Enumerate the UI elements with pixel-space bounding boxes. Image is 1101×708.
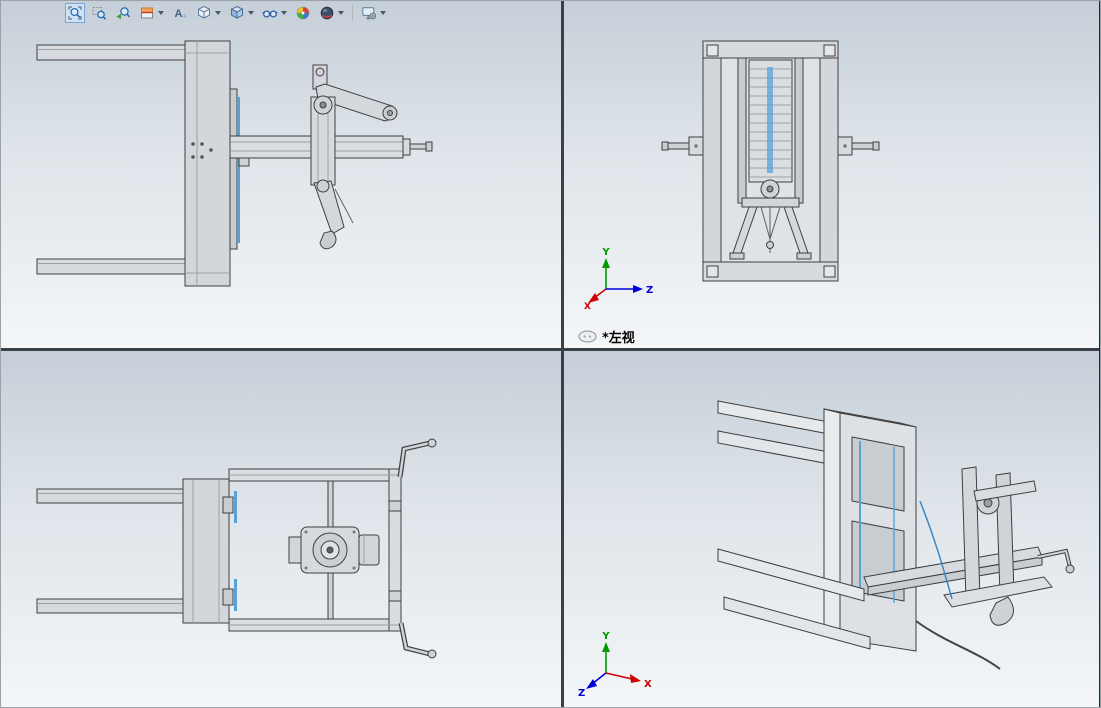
pane-splitter-horizontal[interactable]: [1, 348, 1100, 351]
axis-z-label: Z: [646, 285, 653, 296]
display-style-button[interactable]: [227, 3, 256, 23]
dropdown-caret-icon: [281, 11, 287, 15]
dropdown-caret-icon: [380, 11, 386, 15]
dropdown-caret-icon: [248, 11, 254, 15]
zoom-to-area-button[interactable]: [89, 3, 109, 23]
annotation-views-button[interactable]: A: [170, 3, 190, 23]
dropdown-caret-icon: [158, 11, 164, 15]
view-name-text: *左视: [602, 331, 635, 346]
hide-show-items-button[interactable]: [260, 3, 289, 23]
view-name-label: *左视: [578, 327, 635, 346]
previous-view-icon: [116, 7, 131, 20]
zoom-to-fit-button[interactable]: [65, 3, 85, 23]
viewport-bottom-left[interactable]: [1, 351, 561, 707]
view-orientation-button[interactable]: [194, 3, 223, 23]
pane-splitter-vertical[interactable]: [561, 1, 564, 707]
axis-y-label: Y: [601, 631, 610, 642]
zoom-to-fit-icon: [68, 6, 82, 20]
model-isometric-view: Y X Z: [578, 400, 1075, 699]
model-side-view: [36, 40, 433, 287]
view-settings-button[interactable]: [359, 3, 388, 23]
model-front-view: Y Z X: [584, 40, 880, 312]
section-view-button[interactable]: [137, 3, 166, 23]
view-tag-icon: [578, 330, 597, 343]
view-orientation-icon: [198, 5, 210, 19]
window-right-edge: [1099, 1, 1100, 707]
orientation-triad: Y X Z: [578, 631, 652, 699]
zoom-to-area-icon: [92, 7, 107, 20]
section-view-icon: [141, 7, 153, 19]
apply-scene-button[interactable]: [317, 3, 346, 23]
apply-scene-icon: [320, 6, 334, 20]
model-top-view: [36, 438, 437, 659]
view-settings-icon: [362, 7, 377, 20]
viewport-top-right[interactable]: Y Z X *左视: [564, 1, 1099, 348]
display-style-icon: [230, 5, 244, 19]
previous-view-button[interactable]: [113, 3, 133, 23]
axis-x-label: X: [584, 302, 591, 312]
heads-up-view-toolbar: A: [65, 2, 388, 24]
edit-appearance-icon: [296, 6, 310, 20]
axis-x-label: X: [644, 679, 652, 690]
dropdown-caret-icon: [338, 11, 344, 15]
svg-text:A: A: [175, 8, 183, 20]
hide-show-items-icon: [262, 10, 278, 18]
toolbar-separator: [352, 5, 353, 21]
annotation-views-icon: A: [175, 8, 187, 20]
axis-z-label: Z: [578, 688, 585, 699]
viewport-bottom-right[interactable]: Y X Z: [564, 351, 1099, 707]
axis-y-label: Y: [601, 247, 610, 258]
dropdown-caret-icon: [215, 11, 221, 15]
orientation-triad: Y Z X: [584, 247, 653, 312]
viewport-top-left[interactable]: A: [1, 1, 561, 348]
edit-appearance-button[interactable]: [293, 3, 313, 23]
